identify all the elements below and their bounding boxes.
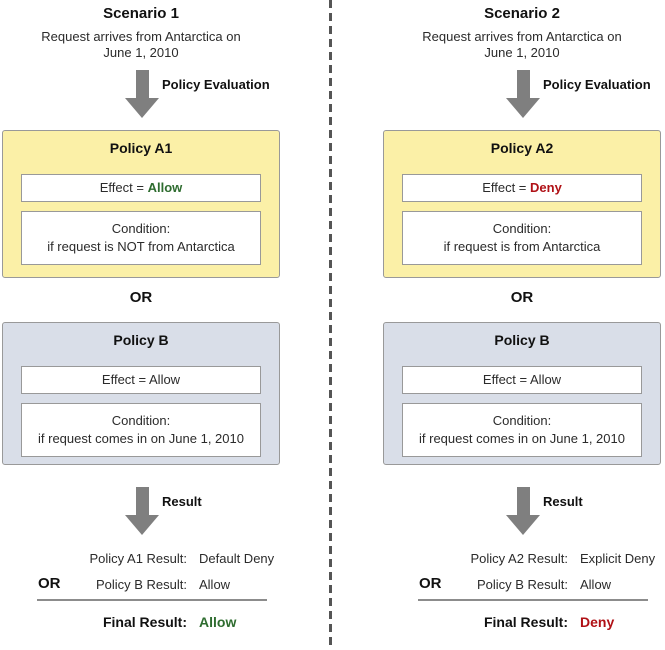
or-results-label: OR <box>419 575 442 592</box>
final-result-label: Final Result: <box>102 614 187 630</box>
result-row-policy-b: OR Policy B Result: Allow <box>383 575 661 592</box>
result-row-value: Allow <box>580 577 612 592</box>
arrow-head <box>125 98 159 118</box>
effect-box: Effect = Allow <box>21 174 261 202</box>
condition-line1: Condition: <box>492 221 552 236</box>
policy-a-box: Policy A1 Effect = Allow Condition: if r… <box>2 130 280 278</box>
request-text: Request arrives from Antarctica on June … <box>383 29 661 61</box>
condition-box: Condition: if request comes in on June 1… <box>21 403 261 457</box>
condition-line2: if request comes in on June 1, 2010 <box>419 431 625 446</box>
scenario-title: Scenario 1 <box>103 5 179 22</box>
condition-box: Condition: if request is from Antarctica <box>402 211 642 265</box>
condition-line1: Condition: <box>111 221 171 236</box>
down-arrow-icon <box>506 487 540 535</box>
condition-box: Condition: if request comes in on June 1… <box>402 403 642 457</box>
arrow-shaft <box>135 70 149 98</box>
arrow-shaft <box>516 70 530 98</box>
effect-box: Effect = Allow <box>402 366 642 394</box>
result-label: Result <box>162 494 202 509</box>
result-row-value: Default Deny <box>199 551 275 566</box>
final-result-row: Final Result: Allow <box>2 614 280 630</box>
request-text-line2: June 1, 2010 <box>103 45 179 60</box>
result-row-label: Policy A2 Result: <box>470 551 568 566</box>
or-label: OR <box>129 289 153 306</box>
scenario-1-content: Scenario 1 Request arrives from Antarcti… <box>2 0 280 650</box>
or-label: OR <box>510 289 534 306</box>
policy-b-box: Policy B Effect = Allow Condition: if re… <box>2 322 280 465</box>
condition-box: Condition: if request is NOT from Antarc… <box>21 211 261 265</box>
condition-line2: if request is NOT from Antarctica <box>47 239 235 254</box>
effect-prefix: Effect = <box>99 180 148 195</box>
request-text-line1: Request arrives from Antarctica on <box>422 29 622 44</box>
down-arrow-icon <box>506 70 540 118</box>
result-row-policy-a: Policy A2 Result: Explicit Deny <box>383 551 661 566</box>
result-row-policy-a: Policy A1 Result: Default Deny <box>2 551 280 566</box>
policy-a-title: Policy A2 <box>490 140 554 156</box>
policy-b-box: Policy B Effect = Allow Condition: if re… <box>383 322 661 465</box>
policy-evaluation-label: Policy Evaluation <box>543 77 651 92</box>
result-row-policy-b: OR Policy B Result: Allow <box>2 575 280 592</box>
scenario-2-column: Scenario 2 Request arrives from Antarcti… <box>333 0 665 650</box>
results-divider-line <box>37 599 267 601</box>
request-text-line2: June 1, 2010 <box>484 45 560 60</box>
condition-line1: Condition: <box>492 413 552 428</box>
final-result-value: Deny <box>580 614 615 630</box>
result-row-value: Allow <box>199 577 231 592</box>
policy-evaluation-label: Policy Evaluation <box>162 77 270 92</box>
result-row-label: Policy A1 Result: <box>89 551 187 566</box>
request-text: Request arrives from Antarctica on June … <box>2 29 280 61</box>
arrow-head <box>506 98 540 118</box>
policy-b-title: Policy B <box>494 332 550 348</box>
condition-line2: if request comes in on June 1, 2010 <box>38 431 244 446</box>
arrow-shaft <box>135 487 149 515</box>
results-divider-line <box>418 599 648 601</box>
or-results-label: OR <box>38 575 61 592</box>
effect-box: Effect = Deny <box>402 174 642 202</box>
condition-line2: if request is from Antarctica <box>443 239 601 254</box>
final-result-value: Allow <box>199 614 237 630</box>
scenario-title: Scenario 2 <box>484 5 560 22</box>
effect-value: Deny <box>530 180 562 195</box>
request-text-line1: Request arrives from Antarctica on <box>41 29 241 44</box>
result-label: Result <box>543 494 583 509</box>
condition-line1: Condition: <box>111 413 171 428</box>
effect-prefix: Effect = <box>482 180 531 195</box>
scenario-1-column: Scenario 1 Request arrives from Antarcti… <box>0 0 332 650</box>
effect-value: Allow <box>147 180 183 195</box>
down-arrow-icon <box>125 487 159 535</box>
policy-a-box: Policy A2 Effect = Deny Condition: if re… <box>383 130 661 278</box>
down-arrow-icon <box>125 70 159 118</box>
column-divider-dashed-line <box>329 0 332 650</box>
arrow-shaft <box>516 487 530 515</box>
final-result-label: Final Result: <box>483 614 568 630</box>
arrow-head <box>125 515 159 535</box>
scenario-2-content: Scenario 2 Request arrives from Antarcti… <box>383 0 661 650</box>
final-result-row: Final Result: Deny <box>383 614 661 630</box>
result-row-label: Policy B Result: <box>476 577 568 592</box>
policy-b-title: Policy B <box>113 332 169 348</box>
result-row-value: Explicit Deny <box>580 551 656 566</box>
result-row-label: Policy B Result: <box>95 577 187 592</box>
arrow-head <box>506 515 540 535</box>
effect-box: Effect = Allow <box>21 366 261 394</box>
policy-a-title: Policy A1 <box>109 140 173 156</box>
